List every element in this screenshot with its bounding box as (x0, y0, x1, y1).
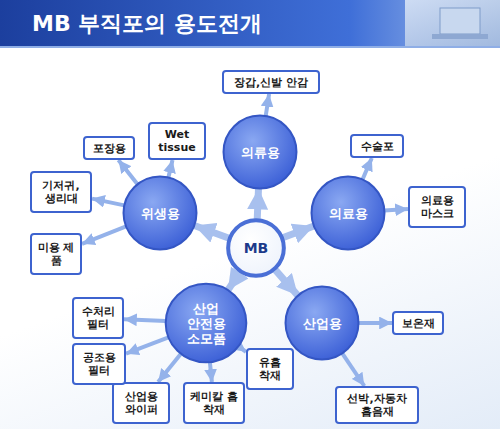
flow-arrow (239, 346, 247, 352)
use-box: 보온재 (392, 311, 444, 335)
text-stack: 수술포 (361, 140, 394, 153)
category-circle: 산업 안전용 소모품 (164, 282, 248, 364)
text-stack: 수처리 필터 (79, 305, 117, 331)
box-label: Wet tissue (155, 128, 199, 154)
use-box: 유흡 착재 (246, 348, 294, 390)
box-label: 공조용 필터 (79, 351, 119, 377)
category-circle: 산업용 (284, 285, 360, 361)
text-stack: 케미칼 흡착재 (190, 390, 238, 416)
text-stack: 의료용 (329, 206, 368, 221)
flow-arrow (124, 319, 166, 321)
use-box: 포장용 (83, 136, 135, 160)
slide-title: MB 부직포의 용도전개 (32, 11, 262, 37)
text-stack: 의류용 (241, 145, 280, 160)
text-stack: 위생용 (141, 206, 180, 221)
flow-arrow (126, 337, 169, 353)
flow-arrow (266, 94, 269, 116)
circle-label: MB (244, 241, 269, 256)
circle-label: 의료용 (329, 206, 368, 221)
use-box: 장갑,신발 안감 (222, 70, 320, 94)
text-stack: 의료용 마스크 (415, 194, 459, 220)
text-stack: 미용 제품 (37, 241, 75, 267)
box-label: 미용 제품 (37, 241, 75, 267)
use-box: 의료용 마스크 (408, 186, 466, 228)
box-label: 케미칼 흡착재 (190, 390, 238, 416)
use-box: 미용 제품 (30, 233, 82, 275)
flow-arrow (384, 209, 408, 211)
flow-arrow (363, 158, 372, 180)
flow-arrow (342, 353, 364, 386)
text-stack: 보온재 (402, 317, 435, 330)
text-stack: Wet tissue (155, 128, 199, 154)
hub-circle: MB (227, 219, 285, 277)
flow-arrow (158, 354, 181, 382)
text-stack: 선박,자동차 흡음재 (342, 392, 412, 418)
flow-arrow (194, 226, 230, 239)
text-stack: 공조용 필터 (79, 351, 119, 377)
use-box: 수처리 필터 (72, 297, 124, 339)
text-stack: 기저귀, 생리대 (37, 179, 85, 205)
circle-label: 산업용 (303, 316, 342, 331)
box-label: 수술포 (361, 140, 394, 153)
flow-arrow (274, 269, 298, 296)
text-stack: 장갑,신발 안감 (234, 76, 308, 89)
use-box: 산업용 와이퍼 (112, 382, 170, 424)
category-circle: 위생용 (122, 175, 198, 251)
use-box: 케미칼 흡착재 (183, 382, 245, 424)
circle-label: 산업 안전용 소모품 (183, 301, 229, 346)
box-label: 기저귀, 생리대 (37, 179, 85, 205)
use-box: Wet tissue (148, 122, 206, 160)
text-stack: 산업용 (303, 316, 342, 331)
flow-arrow (210, 362, 212, 382)
circle-label: 위생용 (141, 206, 180, 221)
box-label: 장갑,신발 안감 (234, 76, 308, 89)
use-box: 기저귀, 생리대 (30, 171, 92, 213)
flow-arrow (168, 160, 172, 178)
flow-arrow (282, 226, 314, 238)
box-label: 산업용 와이퍼 (119, 390, 163, 416)
flow-arrow (228, 271, 241, 290)
flow-arrow (359, 321, 393, 325)
use-box: 선박,자동차 흡음재 (335, 386, 419, 424)
box-label: 보온재 (402, 317, 435, 330)
flow-arrow (92, 199, 124, 206)
text-stack: 포장용 (93, 142, 126, 155)
flow-arrow (82, 226, 126, 243)
box-label: 선박,자동차 흡음재 (342, 392, 412, 418)
use-box: 수술포 (350, 134, 404, 158)
category-circle: 의류용 (222, 114, 298, 190)
box-label: 포장용 (93, 142, 126, 155)
box-label: 의료용 마스크 (415, 194, 459, 220)
box-label: 수처리 필터 (79, 305, 117, 331)
flow-arrow (118, 160, 137, 184)
category-circle: 의료용 (310, 175, 386, 251)
text-stack: MB (244, 241, 269, 256)
text-stack: 산업 안전용 소모품 (183, 301, 229, 346)
text-stack: 산업용 와이퍼 (119, 390, 163, 416)
box-label: 유흡 착재 (253, 356, 287, 382)
use-box: 공조용 필터 (72, 343, 126, 385)
flow-arrow (257, 188, 258, 220)
circle-label: 의류용 (241, 145, 280, 160)
text-stack: 유흡 착재 (253, 356, 287, 382)
